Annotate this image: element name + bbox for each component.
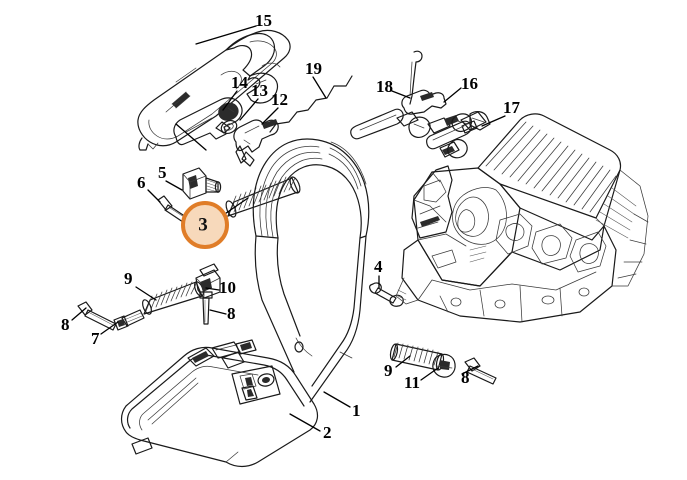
callout-numbers: 1 2 4 5 6 7 8 9 10 8 9 11 8 12 13 14 15 … bbox=[61, 11, 521, 442]
highlight-ring-3 bbox=[181, 201, 229, 249]
engine-assembly bbox=[395, 113, 649, 323]
callout-19: 19 bbox=[305, 59, 322, 78]
callout-1: 1 bbox=[352, 401, 361, 420]
callout-8b: 8 bbox=[227, 304, 236, 323]
callout-7: 7 bbox=[91, 329, 100, 348]
threaded-bushing-part bbox=[182, 167, 222, 200]
callout-15: 15 bbox=[255, 11, 272, 30]
linkage-wire-part bbox=[269, 75, 353, 133]
sealing-ring-part bbox=[220, 119, 238, 135]
throttle-linkage-part bbox=[233, 119, 279, 167]
callout-14: 14 bbox=[231, 73, 249, 92]
callout-2: 2 bbox=[323, 423, 332, 442]
callout-13: 13 bbox=[251, 81, 268, 100]
callout-5: 5 bbox=[158, 163, 167, 182]
leader-lines bbox=[71, 25, 506, 432]
throttle-trigger-part bbox=[173, 97, 243, 146]
callout-10: 10 bbox=[219, 278, 236, 297]
callout-9: 9 bbox=[124, 269, 133, 288]
highlight-callout-3[interactable]: 3 bbox=[181, 201, 229, 249]
callout-12: 12 bbox=[271, 90, 288, 109]
handle-housing bbox=[120, 339, 319, 468]
rear-handle-grip bbox=[137, 29, 291, 151]
front-handle-bar bbox=[252, 138, 370, 403]
connecting-rod-part bbox=[409, 50, 423, 105]
callout-6: 6 bbox=[137, 173, 146, 192]
buffer-spring-assembly-left bbox=[77, 263, 221, 331]
highlight-number-3: 3 bbox=[198, 214, 208, 235]
callout-4: 4 bbox=[374, 257, 383, 276]
callout-18: 18 bbox=[376, 77, 393, 96]
callout-8: 8 bbox=[61, 315, 70, 334]
control-lever-part bbox=[426, 111, 491, 159]
trigger-interlock-part bbox=[225, 32, 281, 104]
callout-11: 11 bbox=[404, 373, 420, 392]
choke-lever-assembly-part bbox=[350, 89, 478, 140]
buffer-spring-assembly-right bbox=[389, 342, 497, 385]
warning-decal bbox=[231, 365, 281, 405]
callout-17: 17 bbox=[503, 98, 521, 117]
callout-16: 16 bbox=[461, 74, 478, 93]
callout-8c: 8 bbox=[461, 368, 470, 387]
callout-9b: 9 bbox=[384, 361, 393, 380]
